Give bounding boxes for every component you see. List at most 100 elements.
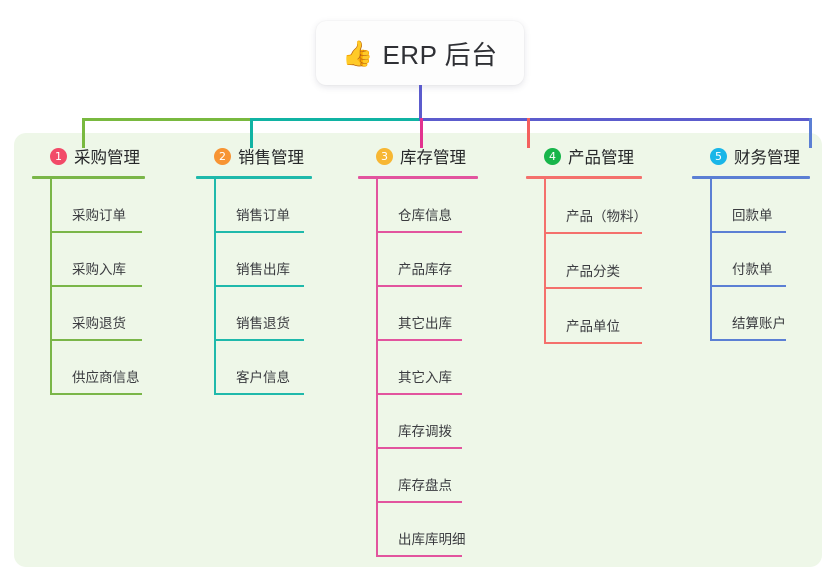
root-title: ERP 后台	[382, 39, 498, 70]
branch-item[interactable]: 产品（物料）	[544, 179, 647, 234]
branch-column-5: 5 财务管理回款单付款单结算账户	[692, 143, 810, 341]
branch-item[interactable]: 其它入库	[376, 341, 478, 395]
branch-spine-3	[376, 179, 378, 557]
branch-item-label: 产品（物料）	[566, 209, 647, 224]
branch-item[interactable]: 销售订单	[214, 179, 312, 233]
root-node[interactable]: 👍 ERP 后台	[316, 21, 524, 85]
branch-items-5: 回款单付款单结算账户	[692, 179, 810, 341]
branch-column-1: 1 采购管理采购订单采购入库采购退货供应商信息	[32, 143, 145, 395]
branch-item-label: 采购订单	[72, 208, 126, 223]
branch-underline-5	[692, 176, 810, 179]
branch-item-label: 采购退货	[72, 316, 126, 331]
branch-item-label: 仓库信息	[398, 208, 452, 223]
branch-item-label: 产品单位	[566, 319, 620, 334]
branch-item[interactable]: 采购退货	[50, 287, 145, 341]
branch-item-underline	[544, 232, 642, 234]
branch-item[interactable]: 供应商信息	[50, 341, 145, 395]
branch-item[interactable]: 采购入库	[50, 233, 145, 287]
branch-item-label: 客户信息	[236, 370, 290, 385]
branch-item-underline	[376, 501, 462, 503]
branch-drop-3	[420, 118, 423, 148]
branch-badge-4: 4	[544, 147, 561, 165]
branch-item[interactable]: 产品库存	[376, 233, 478, 287]
branch-drop-4	[527, 118, 530, 148]
branch-item[interactable]: 采购订单	[50, 179, 145, 233]
branch-item[interactable]: 付款单	[710, 233, 810, 287]
branch-item-label: 销售退货	[236, 316, 290, 331]
branch-header-2[interactable]: 2 销售管理	[196, 143, 312, 169]
branch-underline-4	[526, 176, 642, 179]
branch-item-label: 产品分类	[566, 264, 620, 279]
branch-item[interactable]: 产品分类	[544, 234, 642, 289]
bus-segment-left	[82, 118, 250, 121]
branch-item-underline	[544, 287, 642, 289]
branch-item-underline	[50, 339, 142, 341]
branch-item-underline	[710, 231, 786, 233]
branch-drop-5	[809, 118, 812, 148]
branch-drop-2	[250, 118, 253, 148]
branch-item-underline	[214, 285, 304, 287]
branch-header-5[interactable]: 5 财务管理	[692, 143, 810, 169]
thumbs-up-icon: 👍	[342, 38, 374, 68]
branch-item-underline	[376, 447, 462, 449]
bus-segment-right	[419, 118, 812, 121]
branch-drop-1	[82, 118, 85, 148]
branch-underline-3	[358, 176, 478, 179]
branch-item[interactable]: 销售退货	[214, 287, 312, 341]
branch-item-underline	[50, 231, 142, 233]
branch-underline-2	[196, 176, 312, 179]
branch-item-label: 库存调拨	[398, 424, 452, 439]
bus-segment-mid	[250, 118, 422, 121]
branch-column-2: 2 销售管理销售订单销售出库销售退货客户信息	[196, 143, 312, 395]
branch-header-3[interactable]: 3 库存管理	[358, 143, 478, 169]
branch-item-label: 其它出库	[398, 316, 452, 331]
branch-item[interactable]: 库存调拨	[376, 395, 478, 449]
branch-spine-5	[710, 179, 712, 341]
branch-item[interactable]: 出库库明细	[376, 503, 478, 557]
branch-items-2: 销售订单销售出库销售退货客户信息	[196, 179, 312, 395]
branch-item-label: 库存盘点	[398, 478, 452, 493]
branch-items-4: 产品（物料） 产品分类产品单位	[526, 179, 647, 344]
branch-spine-2	[214, 179, 216, 395]
branch-badge-3: 3	[376, 147, 393, 165]
branch-spine-1	[50, 179, 52, 395]
branch-item-underline	[544, 342, 642, 344]
branch-badge-5: 5	[710, 147, 727, 165]
branch-underline-1	[32, 176, 145, 179]
branch-item[interactable]: 库存盘点	[376, 449, 478, 503]
branch-item[interactable]: 结算账户	[710, 287, 810, 341]
branch-item-label: 其它入库	[398, 370, 452, 385]
branch-title-3: 库存管理	[400, 149, 466, 167]
branch-header-1[interactable]: 1 采购管理	[32, 143, 145, 169]
branch-badge-2: 2	[214, 147, 231, 165]
branch-item[interactable]: 销售出库	[214, 233, 312, 287]
branch-item-label: 付款单	[732, 262, 773, 277]
branch-title-2: 销售管理	[238, 149, 304, 167]
branch-badge-1: 1	[50, 147, 67, 165]
branch-item-label: 回款单	[732, 208, 773, 223]
root-stem	[419, 85, 422, 121]
branch-item[interactable]: 产品单位	[544, 289, 642, 344]
branch-item[interactable]: 其它出库	[376, 287, 478, 341]
branch-title-5: 财务管理	[734, 149, 800, 167]
branch-item[interactable]: 仓库信息	[376, 179, 478, 233]
branch-item[interactable]: 客户信息	[214, 341, 312, 395]
branch-item[interactable]: 回款单	[710, 179, 810, 233]
branch-item-underline	[214, 339, 304, 341]
branch-item-underline	[376, 231, 462, 233]
branch-item-label: 产品库存	[398, 262, 452, 277]
branch-item-label: 采购入库	[72, 262, 126, 277]
branch-item-underline	[376, 339, 462, 341]
branch-item-underline	[376, 555, 462, 557]
branch-item-label: 销售出库	[236, 262, 290, 277]
branch-item-label: 结算账户	[732, 316, 786, 331]
branch-item-underline	[376, 393, 462, 395]
branch-item-label: 供应商信息	[72, 370, 140, 385]
branch-title-1: 采购管理	[74, 149, 140, 167]
branch-item-underline	[710, 285, 786, 287]
branch-item-underline	[214, 393, 304, 395]
branch-item-underline	[50, 393, 142, 395]
